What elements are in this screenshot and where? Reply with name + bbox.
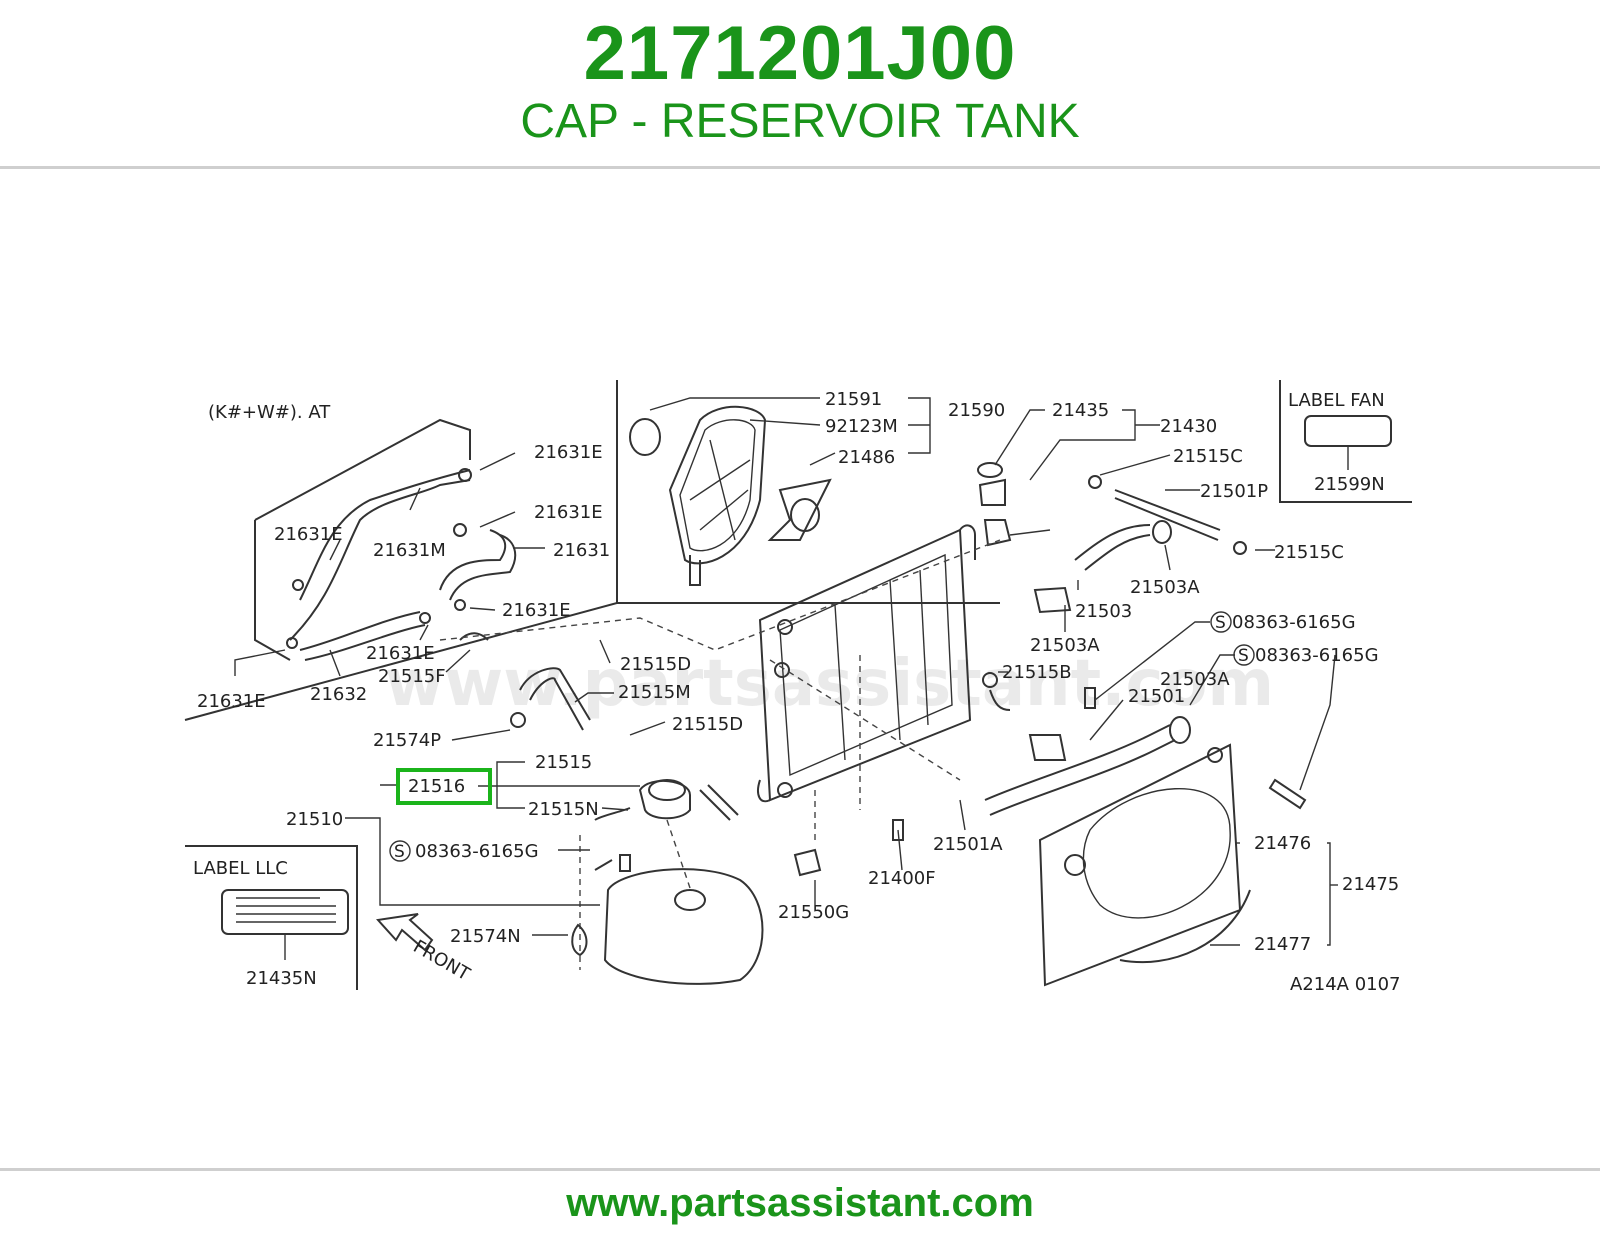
- inset-fan-frame: [184, 380, 1000, 721]
- part-label-21515B[interactable]: 21515B: [1002, 662, 1072, 683]
- part-label-21501A[interactable]: 21501A: [933, 834, 1003, 855]
- part-label-21590[interactable]: 21590: [948, 400, 1005, 421]
- part-label-21632[interactable]: 21632: [310, 684, 367, 705]
- part-label-21550G[interactable]: 21550G: [778, 902, 849, 923]
- figure-code: A214A 0107: [1290, 974, 1401, 995]
- diagram-canvas: [180, 345, 1420, 1005]
- radiator-hoses: [982, 475, 1247, 816]
- part-label-21515N[interactable]: 21515N: [528, 799, 599, 820]
- part-label-21631E-b[interactable]: 21631E: [534, 502, 603, 523]
- footer-website-link[interactable]: www.partsassistant.com: [566, 1181, 1034, 1225]
- part-label-21503A-middle[interactable]: 21503A: [1030, 635, 1100, 656]
- fan-shroud: [1038, 743, 1307, 987]
- symbol-markers: S S S: [389, 611, 1255, 862]
- page-header: 2171201J00 CAP - RESERVOIR TANK: [0, 0, 1600, 168]
- part-label-21515[interactable]: 21515: [535, 752, 592, 773]
- part-label-21435N[interactable]: 21435N: [246, 968, 317, 989]
- front-direction-arrow: [376, 913, 434, 952]
- part-name-subtitle: CAP - RESERVOIR TANK: [520, 95, 1080, 148]
- part-label-21515C-lower[interactable]: 21515C: [1274, 542, 1344, 563]
- part-label-21631E-c[interactable]: 21631E: [274, 524, 343, 545]
- part-label-21516[interactable]: 21516: [408, 776, 465, 797]
- part-label-21631M[interactable]: 21631M: [373, 540, 446, 561]
- part-label-21631E-e[interactable]: 21631E: [366, 643, 435, 664]
- part-label-21400F[interactable]: 21400F: [868, 868, 936, 889]
- label-fan-frame: [1279, 380, 1412, 503]
- part-label-21501P[interactable]: 21501P: [1200, 481, 1268, 502]
- part-label-21631E-f[interactable]: 21631E: [197, 691, 266, 712]
- label-llc-title: LABEL LLC: [193, 858, 288, 879]
- part-label-21515C-upper[interactable]: 21515C: [1173, 446, 1243, 467]
- heater-hose-assembly: [254, 418, 517, 661]
- part-label-21486[interactable]: 21486: [838, 447, 895, 468]
- part-label-21599N[interactable]: 21599N: [1314, 474, 1385, 495]
- part-label-21501[interactable]: 21501: [1128, 686, 1185, 707]
- svg-text:S: S: [1215, 613, 1226, 633]
- assembly-guide-lines: [439, 539, 1001, 845]
- part-label-21475[interactable]: 21475: [1342, 874, 1399, 895]
- part-label-92123M[interactable]: 92123M: [825, 416, 898, 437]
- part-label-21591[interactable]: 21591: [825, 389, 882, 410]
- part-label-21503A-upper[interactable]: 21503A: [1130, 577, 1200, 598]
- part-label-21510[interactable]: 21510: [286, 809, 343, 830]
- variant-note: (K#+W#). AT: [208, 402, 331, 423]
- part-label-21435[interactable]: 21435: [1052, 400, 1109, 421]
- part-label-21515D-lower[interactable]: 21515D: [672, 714, 743, 735]
- footer-divider: [0, 1168, 1600, 1171]
- part-label-21574P[interactable]: 21574P: [373, 730, 441, 751]
- svg-text:S: S: [394, 842, 405, 862]
- part-number-title: 2171201J00: [583, 11, 1017, 96]
- fasteners: [619, 687, 1096, 877]
- part-label-08363-6165G-right-upper[interactable]: 08363-6165G: [1232, 612, 1356, 633]
- part-label-08363-6165G-right-lower[interactable]: 08363-6165G: [1255, 645, 1379, 666]
- part-label-21430[interactable]: 21430: [1160, 416, 1217, 437]
- highlighted-part-box[interactable]: [396, 768, 492, 805]
- radiator-core: [757, 524, 976, 803]
- label-fan-title: LABEL FAN: [1288, 390, 1385, 411]
- part-label-08363-6165G-left[interactable]: 08363-6165G: [415, 841, 539, 862]
- part-label-21503A-lower[interactable]: 21503A: [1160, 669, 1230, 690]
- svg-text:S: S: [1238, 646, 1249, 666]
- label-llc-frame: [185, 845, 358, 990]
- part-label-21476[interactable]: 21476: [1254, 833, 1311, 854]
- part-label-21631[interactable]: 21631: [553, 540, 610, 561]
- part-label-21515F[interactable]: 21515F: [378, 666, 446, 687]
- part-label-21515D-upper[interactable]: 21515D: [620, 654, 691, 675]
- radiator-cap-assembly: [977, 462, 1051, 547]
- leader-lines: [234, 397, 1338, 946]
- part-label-21574N[interactable]: 21574N: [450, 926, 521, 947]
- part-label-21631E-a[interactable]: 21631E: [534, 442, 603, 463]
- part-label-21503[interactable]: 21503: [1075, 601, 1132, 622]
- part-label-21515M[interactable]: 21515M: [618, 682, 691, 703]
- part-label-21477[interactable]: 21477: [1254, 934, 1311, 955]
- reservoir-tank: [510, 667, 764, 985]
- electric-fan-assembly: [629, 405, 832, 586]
- diagram-watermark: www.partsassistant.com: [385, 647, 1274, 721]
- part-label-21631E-d[interactable]: 21631E: [502, 600, 571, 621]
- header-divider: [0, 166, 1600, 169]
